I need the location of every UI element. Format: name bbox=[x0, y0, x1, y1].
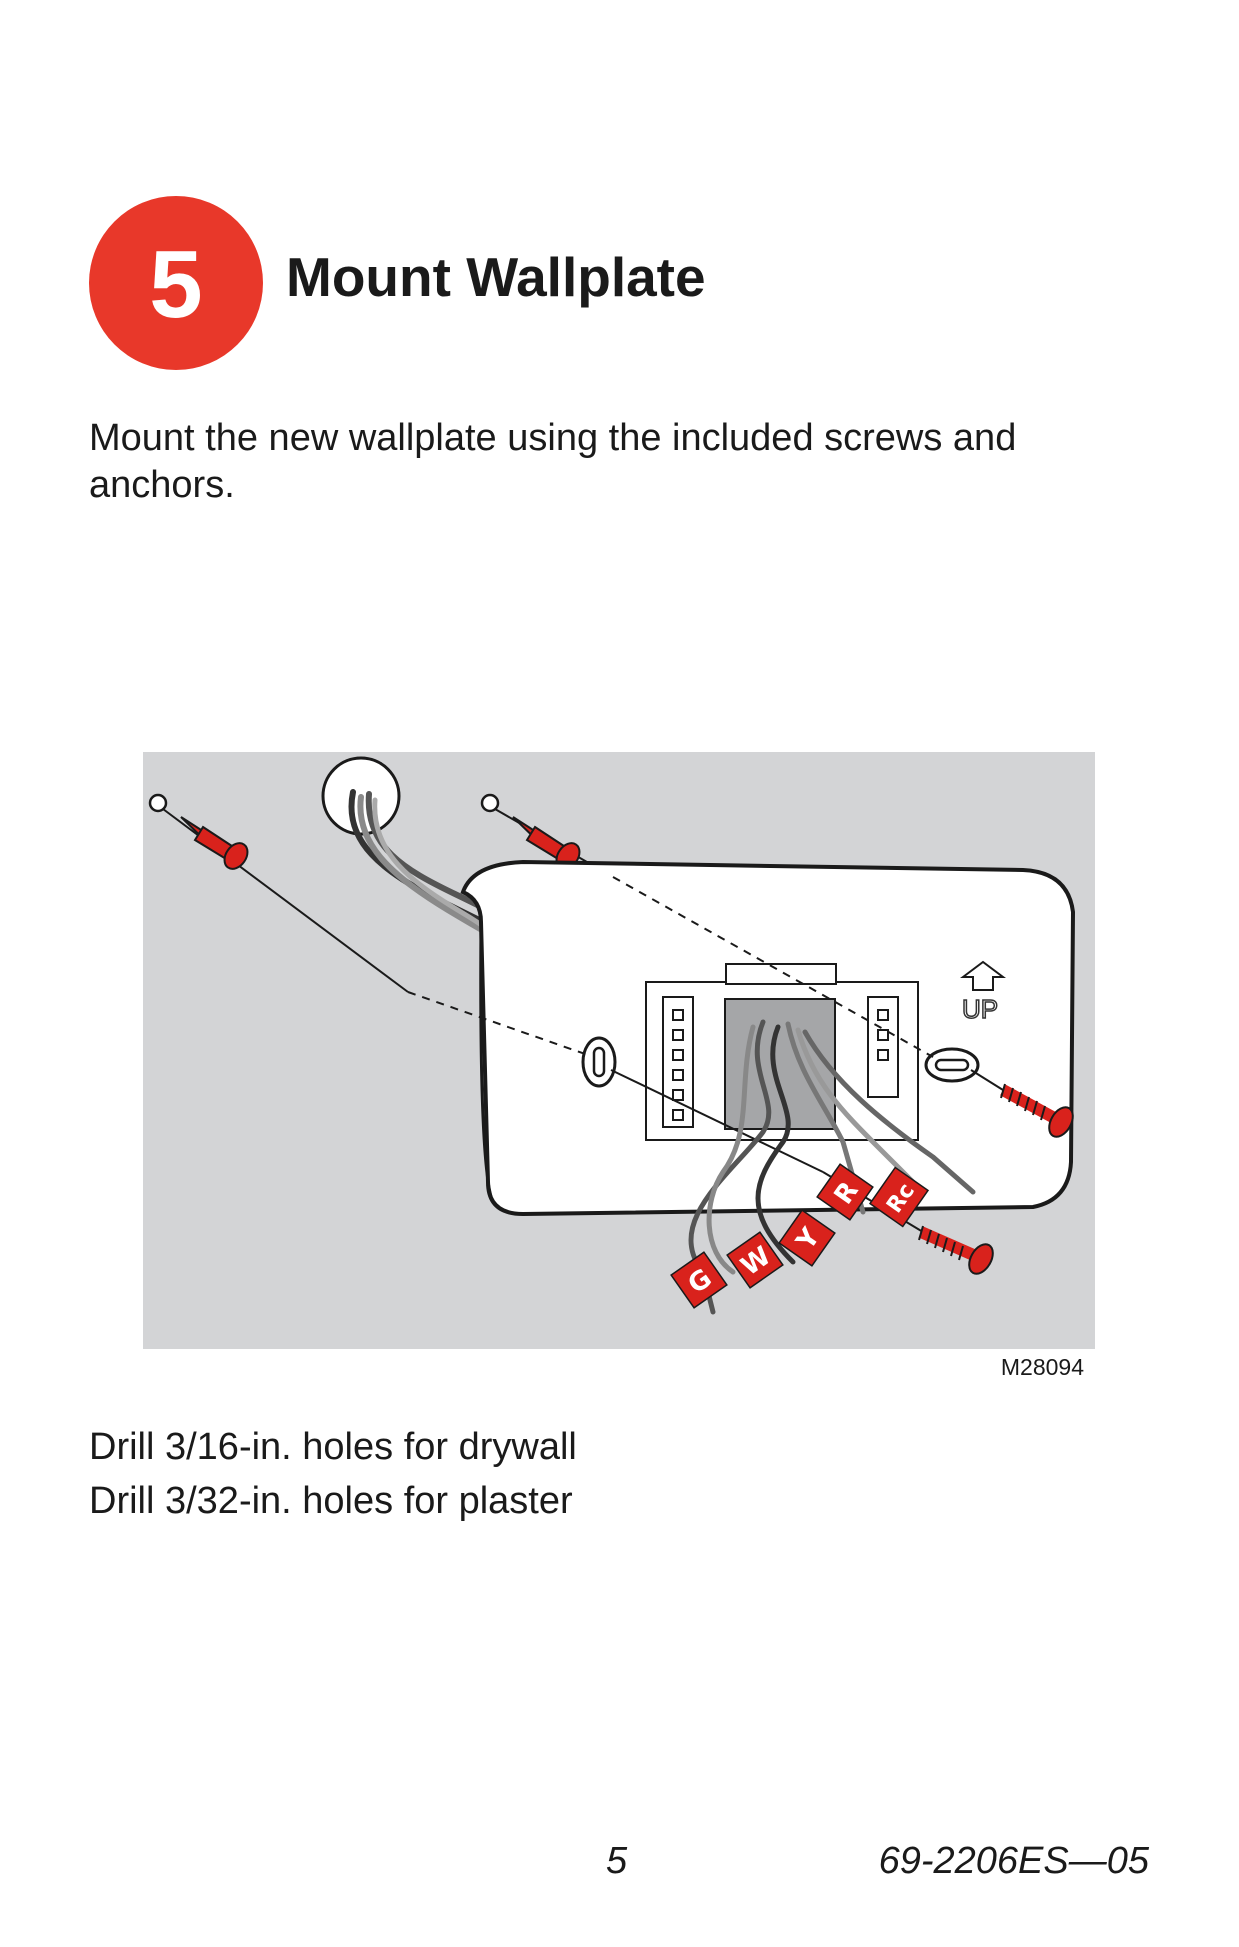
wire-tag-y: Y bbox=[778, 1209, 836, 1267]
wall-hole-left bbox=[148, 793, 168, 813]
intro-text: Mount the new wallplate using the includ… bbox=[89, 417, 1017, 506]
wall-hole-right bbox=[480, 793, 500, 813]
step-number: 5 bbox=[149, 231, 203, 338]
wallplate-mounting-illustration: UP G W Y R Rc bbox=[143, 752, 1095, 1349]
page-number: 5 bbox=[606, 1840, 628, 1882]
up-arrow-icon: UP bbox=[960, 960, 1006, 1025]
screw-bottom bbox=[918, 1225, 994, 1275]
step-number-badge: 5 bbox=[89, 196, 263, 370]
wire-tag-rc: Rc bbox=[868, 1166, 930, 1228]
document-number: 69-2206ES—05 bbox=[878, 1840, 1149, 1882]
drill-notes: Drill 3/16-in. holes for drywall Drill 3… bbox=[89, 1420, 577, 1528]
screw-right bbox=[1000, 1083, 1074, 1138]
wire-tag-g: G bbox=[670, 1251, 728, 1309]
figure-code: M28094 bbox=[1000, 1354, 1084, 1380]
thermostat-wires bbox=[688, 1019, 976, 1315]
drill-note-drywall: Drill 3/16-in. holes for drywall bbox=[89, 1426, 577, 1468]
wire-tag-r: R bbox=[816, 1163, 874, 1221]
step-title: Mount Wallplate bbox=[286, 246, 706, 308]
screw-slot-right bbox=[924, 1047, 980, 1083]
screw-slot-left bbox=[581, 1036, 617, 1088]
anchor-left bbox=[180, 816, 249, 870]
up-label: UP bbox=[962, 994, 998, 1024]
drill-note-plaster: Drill 3/32-in. holes for plaster bbox=[89, 1480, 573, 1522]
